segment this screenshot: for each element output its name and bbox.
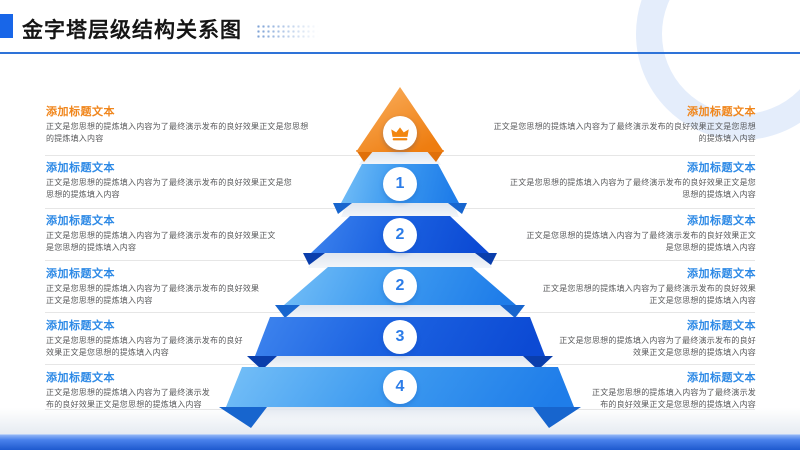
ribbon-fold [426,150,444,162]
ribbon-fold [219,407,267,428]
level-number: 2 [395,226,405,243]
text-block-right-5: 添加标题文本 正文是您思想的提炼填入内容为了最终演示发布的良好效果正文是您思想的… [554,320,756,359]
footer-bar [0,434,800,450]
block-title: 添加标题文本 [46,268,115,280]
block-title: 添加标题文本 [687,106,756,118]
block-body: 正文是您思想的提炼填入内容为了最终演示发布的良好效果正文是您思想的提炼填入内容 [559,336,756,357]
block-title: 添加标题文本 [46,162,115,174]
text-block-right-1: 添加标题文本 正文是您思想的提炼填入内容为了最终演示发布的良好效果正文是您思想的… [490,106,756,145]
text-block-right-2: 添加标题文本 正文是您思想的提炼填入内容为了最终演示发布的良好效果正文是您思想的… [504,162,756,201]
block-body: 正文是您思想的提炼填入内容为了最终演示发布的良好效果正文是您思想的提炼填入内容 [510,178,756,199]
ribbon-fold [475,253,497,265]
level-number: 2 [395,277,405,294]
block-body: 正文是您思想的提炼填入内容为了最终演示发布的良好效果正文是您思想的提炼填入内容 [542,284,756,305]
ribbon-fold [533,407,581,428]
block-body: 正文是您思想的提炼填入内容为了最终演示发布的良好效果正文是您思想的提炼填入内容 [46,178,292,199]
crown-icon [391,126,409,140]
block-title: 添加标题文本 [46,372,115,384]
level-number-badge: 3 [383,320,417,354]
text-block-left-1: 添加标题文本 正文是您思想的提炼填入内容为了最终演示发布的良好效果正文是您思想的… [46,106,312,145]
text-block-left-3: 添加标题文本 正文是您思想的提炼填入内容为了最终演示发布的良好效果正文是您思想的… [46,215,281,254]
pyramid-spacer [341,202,459,217]
level-number: 4 [395,378,405,395]
block-body: 正文是您思想的提炼填入内容为了最终演示发布的良好效果正文是您思想的提炼填入内容 [46,388,210,409]
level-number-badge: 1 [383,167,417,201]
text-block-right-6: 添加标题文本 正文是您思想的提炼填入内容为了最终演示发布的良好效果正文是您思想的… [584,372,756,411]
pyramid-spacer [281,304,519,318]
text-block-right-3: 添加标题文本 正文是您思想的提炼填入内容为了最终演示发布的良好效果正文是您思想的… [521,215,756,254]
crown-badge [383,116,417,150]
text-block-right-4: 添加标题文本 正文是您思想的提炼填入内容为了最终演示发布的良好效果正文是您思想的… [536,268,756,307]
block-body: 正文是您思想的提炼填入内容为了最终演示发布的良好效果正文是您思想的提炼填入内容 [46,336,243,357]
level-number-badge: 4 [383,370,417,404]
block-body: 正文是您思想的提炼填入内容为了最终演示发布的良好效果正文是您思想的提炼填入内容 [493,122,756,143]
pyramid-spacer [359,150,441,165]
block-body: 正文是您思想的提炼填入内容为了最终演示发布的良好效果正文是您思想的提炼填入内容 [46,284,260,305]
title-accent-bar [0,14,13,38]
block-title: 添加标题文本 [46,320,115,332]
block-title: 添加标题文本 [46,106,115,118]
block-body: 正文是您思想的提炼填入内容为了最终演示发布的良好效果正文是您思想的提炼填入内容 [526,231,756,252]
ribbon-fold [500,305,525,318]
ribbon-fold [303,253,325,265]
block-body: 正文是您思想的提炼填入内容为了最终演示发布的良好效果正文是您思想的提炼填入内容 [592,388,756,409]
pyramid-spacer [253,355,547,368]
text-block-left-5: 添加标题文本 正文是您思想的提炼填入内容为了最终演示发布的良好效果正文是您思想的… [46,320,248,359]
text-block-left-6: 添加标题文本 正文是您思想的提炼填入内容为了最终演示发布的良好效果正文是您思想的… [46,372,218,411]
dots-decoration [256,24,322,38]
level-number-badge: 2 [383,269,417,303]
block-title: 添加标题文本 [46,215,115,227]
ribbon-fold [247,356,277,370]
pyramid-spacer [308,252,492,268]
block-title: 添加标题文本 [687,372,756,384]
text-block-left-4: 添加标题文本 正文是您思想的提炼填入内容为了最终演示发布的良好效果正文是您思想的… [46,268,266,307]
level-number: 1 [395,175,405,192]
ribbon-fold [275,305,300,318]
header-divider [0,52,800,54]
block-body: 正文是您思想的提炼填入内容为了最终演示发布的良好效果正文是您思想的提炼填入内容 [46,122,309,143]
pyramid-pedestal [248,406,552,431]
block-title: 添加标题文本 [687,320,756,332]
block-title: 添加标题文本 [687,162,756,174]
ribbon-fold [333,203,352,214]
ribbon-fold [523,356,553,370]
level-number-badge: 2 [383,218,417,252]
text-block-left-2: 添加标题文本 正文是您思想的提炼填入内容为了最终演示发布的良好效果正文是您思想的… [46,162,298,201]
ribbon-fold [356,150,374,162]
level-number: 3 [395,328,405,345]
page-title: 金字塔层级结构关系图 [22,19,242,42]
block-title: 添加标题文本 [687,215,756,227]
block-title: 添加标题文本 [687,268,756,280]
block-body: 正文是您思想的提炼填入内容为了最终演示发布的良好效果正文是您思想的提炼填入内容 [46,231,276,252]
ribbon-fold [448,203,467,214]
